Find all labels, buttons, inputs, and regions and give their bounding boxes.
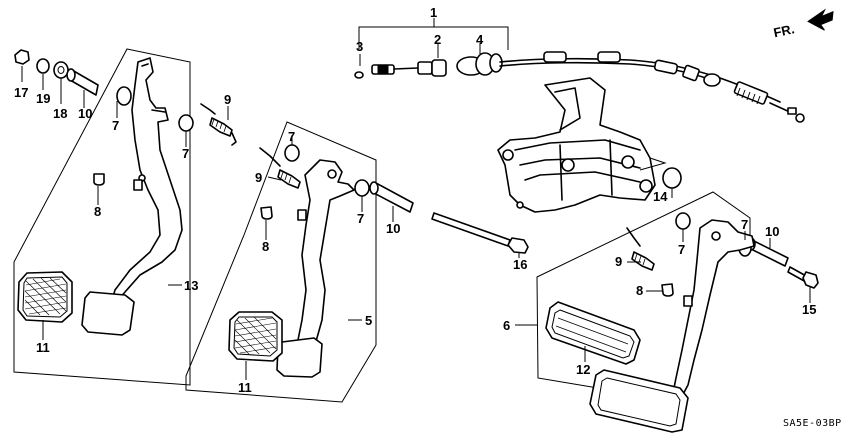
- clutch-cable-assembly: [354, 18, 805, 123]
- callout-7: 7: [288, 129, 295, 144]
- brake-pedal-group-center: [185, 121, 414, 403]
- callout-9: 9: [224, 92, 231, 107]
- callout-labels: 1 2 3 4 5 6 7 7 7 7 7 7 7 8 8 8 9 9 9 10…: [14, 5, 816, 395]
- callout-13: 13: [184, 278, 198, 293]
- callout-19: 19: [36, 91, 50, 106]
- clutch-pedal-group: [13, 48, 237, 386]
- callout-12: 12: [576, 362, 590, 377]
- callout-11: 11: [238, 380, 252, 395]
- diagram-code: SA5E-03BP: [783, 418, 842, 429]
- callout-15: 15: [802, 302, 816, 317]
- callout-10: 10: [765, 224, 779, 239]
- callout-8: 8: [636, 283, 643, 298]
- callout-3: 3: [356, 39, 363, 54]
- callout-9: 9: [255, 170, 262, 185]
- callout-7: 7: [357, 211, 364, 226]
- callout-7: 7: [182, 146, 189, 161]
- callout-7: 7: [112, 118, 119, 133]
- callout-2: 2: [434, 32, 441, 47]
- callout-7: 7: [678, 242, 685, 257]
- pedal-stop-cap-14: [662, 167, 682, 194]
- callout-8: 8: [262, 239, 269, 254]
- callout-11: 11: [36, 340, 50, 355]
- pedal-bracket: [497, 77, 667, 213]
- callout-7: 7: [741, 217, 748, 232]
- callout-18: 18: [53, 106, 67, 121]
- brake-pedal-group-right: [431, 191, 819, 433]
- callout-9: 9: [615, 254, 622, 269]
- callout-1: 1: [430, 5, 437, 20]
- callout-4: 4: [476, 32, 484, 47]
- direction-label: FR.: [772, 21, 796, 40]
- callout-14: 14: [653, 189, 668, 204]
- callout-10: 10: [386, 221, 400, 236]
- callout-10: 10: [78, 106, 92, 121]
- front-direction-arrow-icon: [807, 8, 834, 31]
- callout-8: 8: [94, 204, 101, 219]
- callout-5: 5: [365, 313, 372, 328]
- callout-16: 16: [513, 257, 527, 272]
- callout-17: 17: [14, 85, 28, 100]
- callout-6: 6: [503, 318, 510, 333]
